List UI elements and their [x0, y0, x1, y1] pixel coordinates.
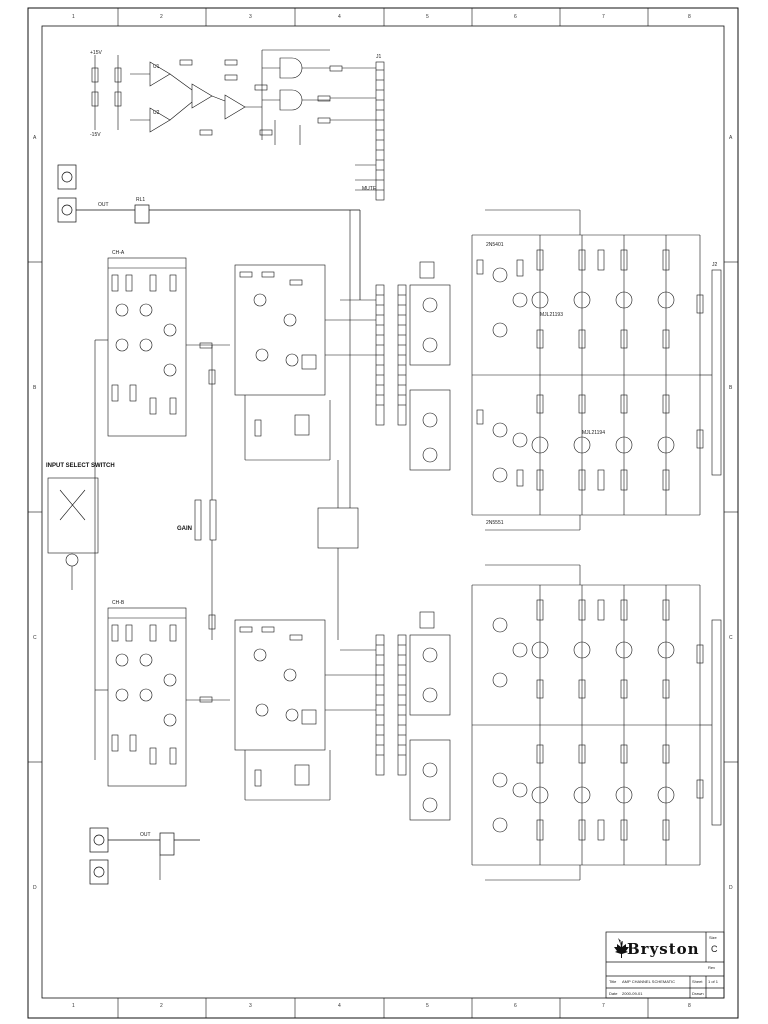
inner-border [41, 25, 725, 999]
col-tick-7: 7 [602, 14, 605, 20]
u2-label: U2 [153, 110, 160, 116]
channel-a-frontend [94, 257, 376, 760]
transistor-label-b: 2N5551 [486, 520, 504, 526]
row-tick-b-right: B [729, 385, 733, 391]
date-label: Date [609, 991, 618, 996]
drawn-label: Drawn [692, 991, 704, 996]
title-label: Title [609, 979, 617, 984]
channel-a-label: CH-A [112, 250, 125, 256]
out-label-bottom: OUT [140, 832, 151, 838]
channel-b-frontend [95, 607, 376, 880]
j2-label: J2 [712, 262, 718, 268]
row-tick-b: B [33, 385, 37, 391]
out-label-top: OUT [98, 202, 109, 208]
transistor-label-a: 2N5401 [486, 242, 504, 248]
col-tick-bottom-1: 1 [72, 1003, 75, 1009]
channel-b-label: CH-B [112, 600, 125, 606]
row-tick-a-right: A [729, 135, 733, 141]
vcc-label: +15V [90, 50, 102, 56]
company-logo: Bryston [627, 940, 700, 958]
connector-ch-b [375, 634, 407, 776]
row-tick-d: D [33, 885, 37, 891]
input-select-label: INPUT SELECT SWITCH [46, 463, 115, 469]
j1-label: J1 [376, 54, 382, 60]
channel-a-output-stage [409, 209, 722, 531]
row-tick-a: A [33, 135, 37, 141]
power-transistor-label-b: MJL21194 [582, 430, 605, 436]
maple-leaf-icon [614, 938, 629, 958]
date-value: 2000-09-01 [622, 991, 643, 996]
col-tick-6: 6 [514, 14, 517, 20]
sheet-value: 1 of 1 [708, 979, 719, 984]
title-block [605, 931, 725, 999]
power-transistor-label-a: MJL21193 [540, 312, 563, 318]
connector-ch-a [375, 284, 407, 426]
channel-b-output-stage [409, 564, 722, 881]
row-tick-c: C [33, 635, 37, 641]
col-tick-8: 8 [688, 14, 691, 20]
outer-border [27, 7, 739, 1019]
col-tick-bottom-8: 8 [688, 1003, 691, 1009]
col-tick-5: 5 [426, 14, 429, 20]
vee-label: -15V [90, 132, 101, 138]
size-value: C [711, 944, 718, 954]
col-tick-2: 2 [160, 14, 163, 20]
u1-label: U1 [153, 64, 160, 70]
row-tick-d-right: D [729, 885, 733, 891]
col-tick-bottom-4: 4 [338, 1003, 341, 1009]
title-value: AMP CHANNEL SCHEMATIC [622, 979, 676, 984]
col-tick-4: 4 [338, 14, 341, 20]
zone-ticks [28, 8, 738, 1018]
mute-label: MUTE [362, 186, 377, 192]
col-tick-bottom-2: 2 [160, 1003, 163, 1009]
connector-top [355, 61, 385, 201]
col-tick-1: 1 [72, 14, 75, 20]
col-tick-bottom-7: 7 [602, 1003, 605, 1009]
col-tick-bottom-3: 3 [249, 1003, 252, 1009]
col-tick-bottom-5: 5 [426, 1003, 429, 1009]
gain-label: GAIN [177, 526, 192, 532]
size-label: Size [709, 935, 717, 940]
col-tick-bottom-6: 6 [514, 1003, 517, 1009]
rev-label: Rev [708, 965, 716, 970]
rl1-label: RL1 [136, 197, 146, 203]
col-tick-3: 3 [249, 14, 252, 20]
input-jacks [57, 164, 361, 885]
sheet-label: Sheet [692, 979, 703, 984]
row-tick-c-right: C [729, 635, 733, 641]
protection-circuit [91, 49, 376, 145]
gain-section [47, 210, 359, 640]
